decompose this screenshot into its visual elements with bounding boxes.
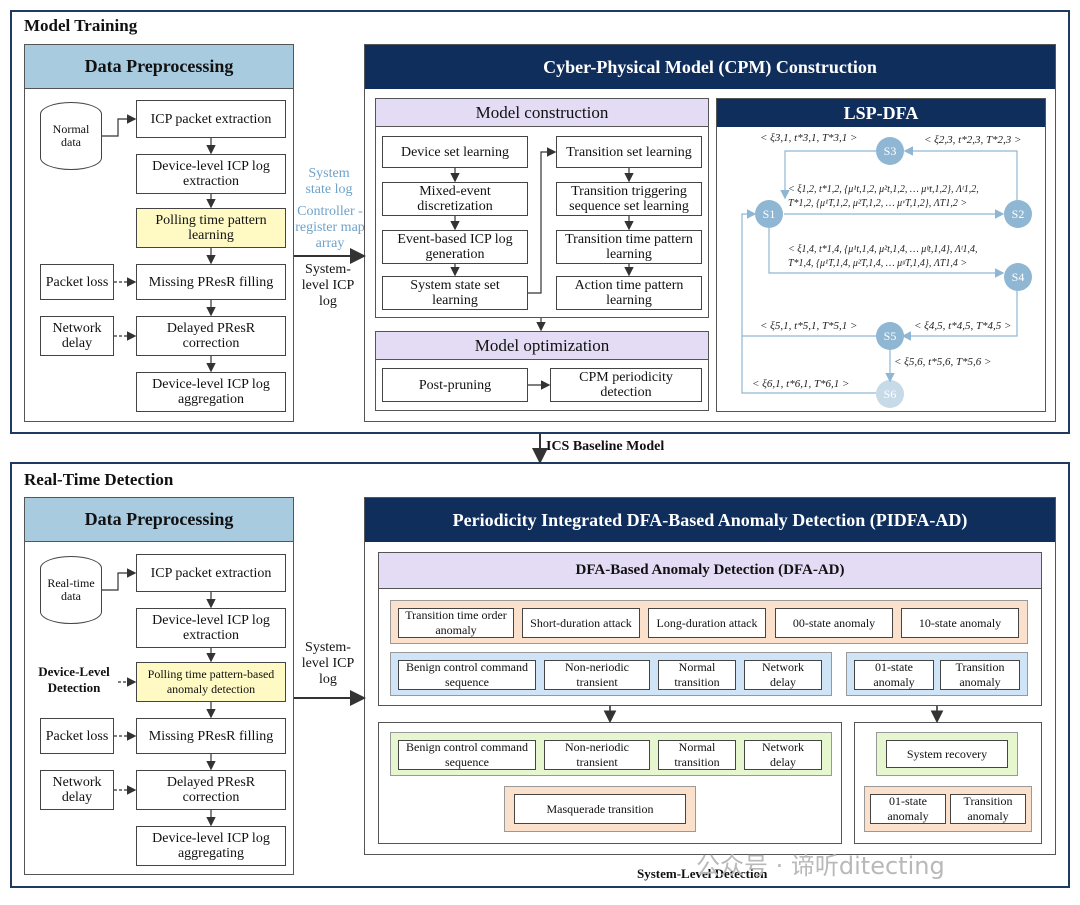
transition-label-1-4a: < ξ1,4, t*1,4, {μ¹t,1,4, μ²t,1,4, … μᶠt,… xyxy=(788,244,978,255)
state-s5: S5 xyxy=(876,322,904,350)
normal-data-cylinder: Normal data xyxy=(40,102,102,170)
lr-01-state-anomaly: 01-state anomaly xyxy=(870,794,946,824)
ll-non-periodic-transient: Non-neriodic transient xyxy=(544,740,650,770)
rt-icp-packet-extraction: ICP packet extraction xyxy=(136,554,286,592)
short-duration-attack: Short-duration attack xyxy=(522,608,640,638)
pidfa-header: Periodicity Integrated DFA-Based Anomaly… xyxy=(365,498,1055,542)
transition-label-1-2a: < ξ1,2, t*1,2, {μ¹t,1,2, μ²t,1,2, … μᵘt,… xyxy=(788,184,979,195)
transition-label-5-1: < ξ5,1, t*5,1, T*5,1 > xyxy=(760,320,858,332)
transition-anomaly: Transition anomaly xyxy=(940,660,1020,690)
00-state-anomaly: 00-state anomaly xyxy=(775,608,893,638)
ll-network-delay: Network delay xyxy=(744,740,822,770)
polling-time-pattern-learning: Polling time pattern learning xyxy=(136,208,286,248)
device-level-detection-label: Device-Level Detection xyxy=(38,664,110,695)
system-level-icp-log-label: System-level ICP log xyxy=(301,262,355,309)
state-s3: S3 xyxy=(876,137,904,165)
lr-transition-anomaly: Transition anomaly xyxy=(950,794,1026,824)
training-preprocessing-header: Data Preprocessing xyxy=(25,45,293,89)
state-s1: S1 xyxy=(755,200,783,228)
state-s2: S2 xyxy=(1004,200,1032,228)
network-delay-box: Network delay xyxy=(40,316,114,356)
watermark: 公众号 · 谛听ditecting xyxy=(696,852,945,880)
packet-loss-box: Packet loss xyxy=(40,264,114,300)
post-pruning: Post-pruning xyxy=(382,368,528,402)
device-level-log-extraction: Device-level ICP log extraction xyxy=(136,154,286,194)
system-recovery: System recovery xyxy=(886,740,1008,768)
state-s4: S4 xyxy=(1004,263,1032,291)
system-state-set-learning: System state set learning xyxy=(382,276,528,310)
10-state-anomaly: 10-state anomaly xyxy=(901,608,1019,638)
transition-set-learning: Transition set learning xyxy=(556,136,702,168)
transition-label-1-2b: T*1,2, {μ¹T,1,2, μ²T,1,2, … μᵛT,1,2}, ΛT… xyxy=(788,198,968,209)
delayed-presr-correction: Delayed PResR correction xyxy=(136,316,286,356)
dfa-ad-header: DFA-Based Anomaly Detection (DFA-AD) xyxy=(379,553,1041,589)
rt-preprocessing-header: Data Preprocessing xyxy=(25,498,293,542)
normal-transition: Normal transition xyxy=(658,660,736,690)
system-state-log-label: System state log xyxy=(305,166,353,197)
ll-normal-transition: Normal transition xyxy=(658,740,736,770)
real-time-detection-title: Real-Time Detection xyxy=(24,470,174,489)
icp-packet-extraction: ICP packet extraction xyxy=(136,100,286,138)
mixed-event-discretization: Mixed-event discretization xyxy=(382,182,528,216)
transition-time-pattern: Transition time pattern learning xyxy=(556,230,702,264)
rt-packet-loss-box: Packet loss xyxy=(40,718,114,754)
missing-presr-filling: Missing PResR filling xyxy=(136,264,286,300)
non-periodic-transient: Non-neriodic transient xyxy=(544,660,650,690)
masquerade-transition: Masquerade transition xyxy=(514,794,686,824)
ll-benign-control-command: Benign control command sequence xyxy=(398,740,536,770)
state-s6: S6 xyxy=(876,380,904,408)
real-time-data-cylinder: Real-time data xyxy=(40,556,102,624)
benign-control-command-sequence: Benign control command sequence xyxy=(398,660,536,690)
transition-time-order-anomaly: Transition time order anomaly xyxy=(398,608,514,638)
device-set-learning: Device set learning xyxy=(382,136,528,168)
rt-device-level-log-aggregating: Device-level ICP log aggregating xyxy=(136,826,286,866)
rt-device-level-log-extraction: Device-level ICP log extraction xyxy=(136,608,286,648)
rt-delayed-presr-correction: Delayed PResR correction xyxy=(136,770,286,810)
transition-label-1-4b: T*1,4, {μ¹T,1,4, μ²T,1,4, … μᵍT,1,4}, ΛT… xyxy=(788,258,968,269)
lsp-dfa-header: LSP-DFA xyxy=(717,99,1045,127)
system-level-detection-label: System-Level Detection xyxy=(637,866,768,881)
transition-label-2-3: < ξ2,3, t*2,3, T*2,3 > xyxy=(924,134,1022,146)
rt-system-level-icp-log-label: System-level ICP log xyxy=(301,640,355,687)
network-delay-result: Network delay xyxy=(744,660,822,690)
01-state-anomaly: 01-state anomaly xyxy=(854,660,934,690)
rt-network-delay-box: Network delay xyxy=(40,770,114,810)
event-based-log-generation: Event-based ICP log generation xyxy=(382,230,528,264)
transition-triggering-sequence: Transition triggering sequence set learn… xyxy=(556,182,702,216)
model-optimization-header: Model optimization xyxy=(376,332,708,360)
transition-label-4-5: < ξ4,5, t*4,5, T*4,5 > xyxy=(914,320,1012,332)
device-level-log-aggregation: Device-level ICP log aggregation xyxy=(136,372,286,412)
transition-label-5-6: < ξ5,6, t*5,6, T*5,6 > xyxy=(894,356,992,368)
transition-label-3-1: < ξ3,1, t*3,1, T*3,1 > xyxy=(760,132,858,144)
model-construction-header: Model construction xyxy=(376,99,708,127)
cpm-header: Cyber-Physical Model (CPM) Construction xyxy=(365,45,1055,89)
long-duration-attack: Long-duration attack xyxy=(648,608,766,638)
action-time-pattern: Action time pattern learning xyxy=(556,276,702,310)
cpm-periodicity-detection: CPM periodicity detection xyxy=(550,368,702,402)
model-training-title: Model Training xyxy=(24,16,138,35)
transition-label-6-1: < ξ6,1, t*6,1, T*6,1 > xyxy=(752,378,850,390)
baseline-model-label: ICS Baseline Model xyxy=(546,439,665,454)
rt-missing-presr-filling: Missing PResR filling xyxy=(136,718,286,754)
controller-register-label: Controller -register map array xyxy=(295,204,365,251)
polling-time-anomaly-detection: Polling time pattern-based anomaly detec… xyxy=(136,662,286,702)
